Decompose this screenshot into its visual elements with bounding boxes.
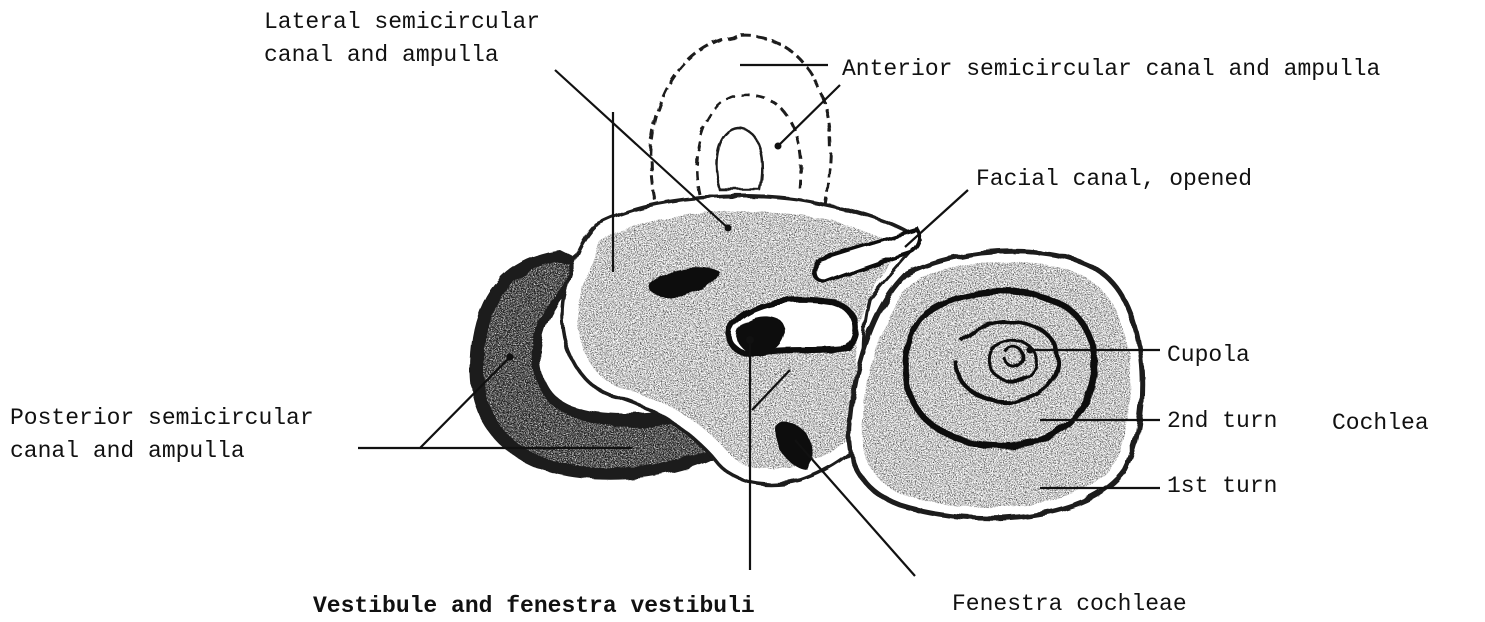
leader-lateral-a: [555, 70, 728, 228]
leader-facial: [905, 190, 968, 247]
label-facial-canal: Facial canal, opened: [976, 165, 1252, 194]
label-cupola: Cupola: [1167, 341, 1250, 370]
label-lateral-line1: Lateral semicircular: [264, 8, 540, 37]
label-first-turn: 1st turn: [1167, 472, 1277, 501]
label-cochlea: Cochlea: [1332, 409, 1429, 438]
label-second-turn: 2nd turn: [1167, 407, 1277, 436]
label-vestibule: Vestibule and fenestra vestibuli: [313, 592, 755, 621]
label-lateral-line2: canal and ampulla: [264, 41, 499, 70]
label-posterior-line2: canal and ampulla: [10, 437, 245, 466]
cochlea-shape: [849, 251, 1142, 518]
label-fenestra-cochleae: Fenestra cochleae: [952, 590, 1187, 619]
label-posterior-line1: Posterior semicircular: [10, 404, 314, 433]
label-anterior: Anterior semicircular canal and ampulla: [842, 55, 1380, 84]
